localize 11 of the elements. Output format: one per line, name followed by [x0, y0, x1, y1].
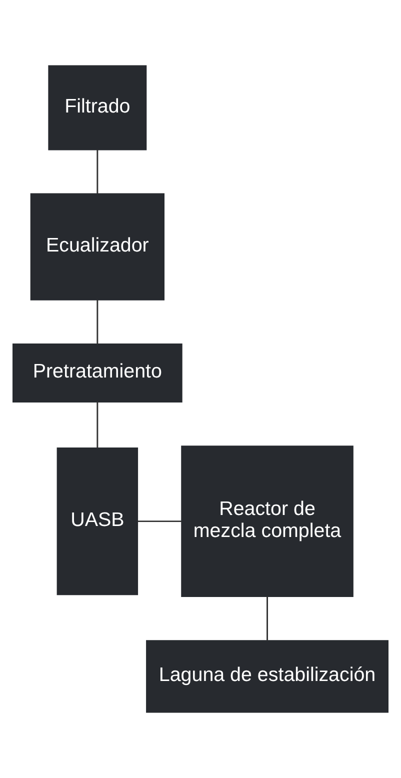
connector — [96, 300, 98, 344]
node-box: Laguna de estabilización — [146, 640, 388, 713]
connector — [96, 402, 98, 448]
connector — [138, 520, 182, 522]
node-box: Reactor de mezcla completa — [181, 446, 354, 597]
node-box: Filtrado — [48, 65, 147, 150]
node-box: UASB — [56, 447, 138, 596]
connector — [266, 596, 268, 640]
node-box: Ecualizador — [30, 193, 164, 300]
connector — [96, 150, 98, 194]
node-box: Pretratamiento — [12, 343, 182, 403]
